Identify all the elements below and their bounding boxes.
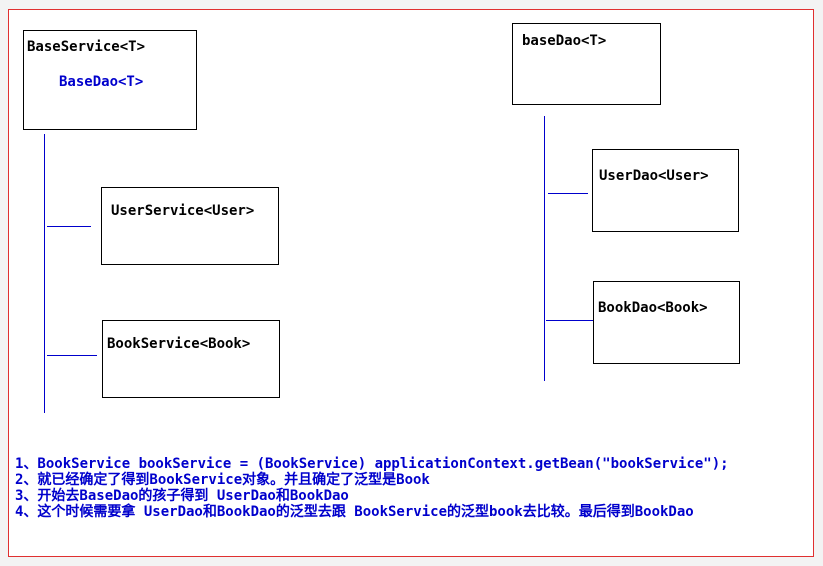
book-dao-box	[593, 281, 740, 364]
diagram-canvas: BaseService<T> BaseDao<T> UserService<Us…	[8, 9, 814, 557]
right-hierarchy-line	[544, 116, 545, 381]
book-dao-connector	[546, 320, 594, 321]
explanation-notes: 1、BookService bookService = (BookService…	[15, 456, 729, 520]
base-dao-label: baseDao<T>	[522, 33, 607, 49]
note-line-4: 4、这个时候需要拿 UserDao和BookDao的泛型去跟 BookServi…	[15, 504, 694, 520]
note-line-3: 3、开始去BaseDao的孩子得到 UserDao和BookDao	[15, 488, 349, 504]
user-service-box	[101, 187, 279, 265]
user-service-connector	[47, 226, 91, 227]
note-line-2: 2、就已经确定了得到BookService对象。并且确定了泛型是Book	[15, 472, 430, 488]
user-dao-box	[592, 149, 739, 232]
base-dao-box	[512, 23, 661, 105]
book-dao-label: BookDao<Book>	[598, 300, 708, 316]
base-service-box	[23, 30, 197, 130]
book-service-connector	[47, 355, 97, 356]
user-dao-label: UserDao<User>	[599, 168, 709, 184]
base-service-label: BaseService<T>	[27, 39, 146, 55]
base-dao-inner-label: BaseDao<T>	[59, 74, 144, 90]
note-line-1: 1、BookService bookService = (BookService…	[15, 456, 729, 472]
user-service-label: UserService<User>	[111, 203, 255, 219]
book-service-label: BookService<Book>	[107, 336, 251, 352]
user-dao-connector	[548, 193, 588, 194]
book-service-box	[102, 320, 280, 398]
left-hierarchy-line	[44, 134, 45, 413]
